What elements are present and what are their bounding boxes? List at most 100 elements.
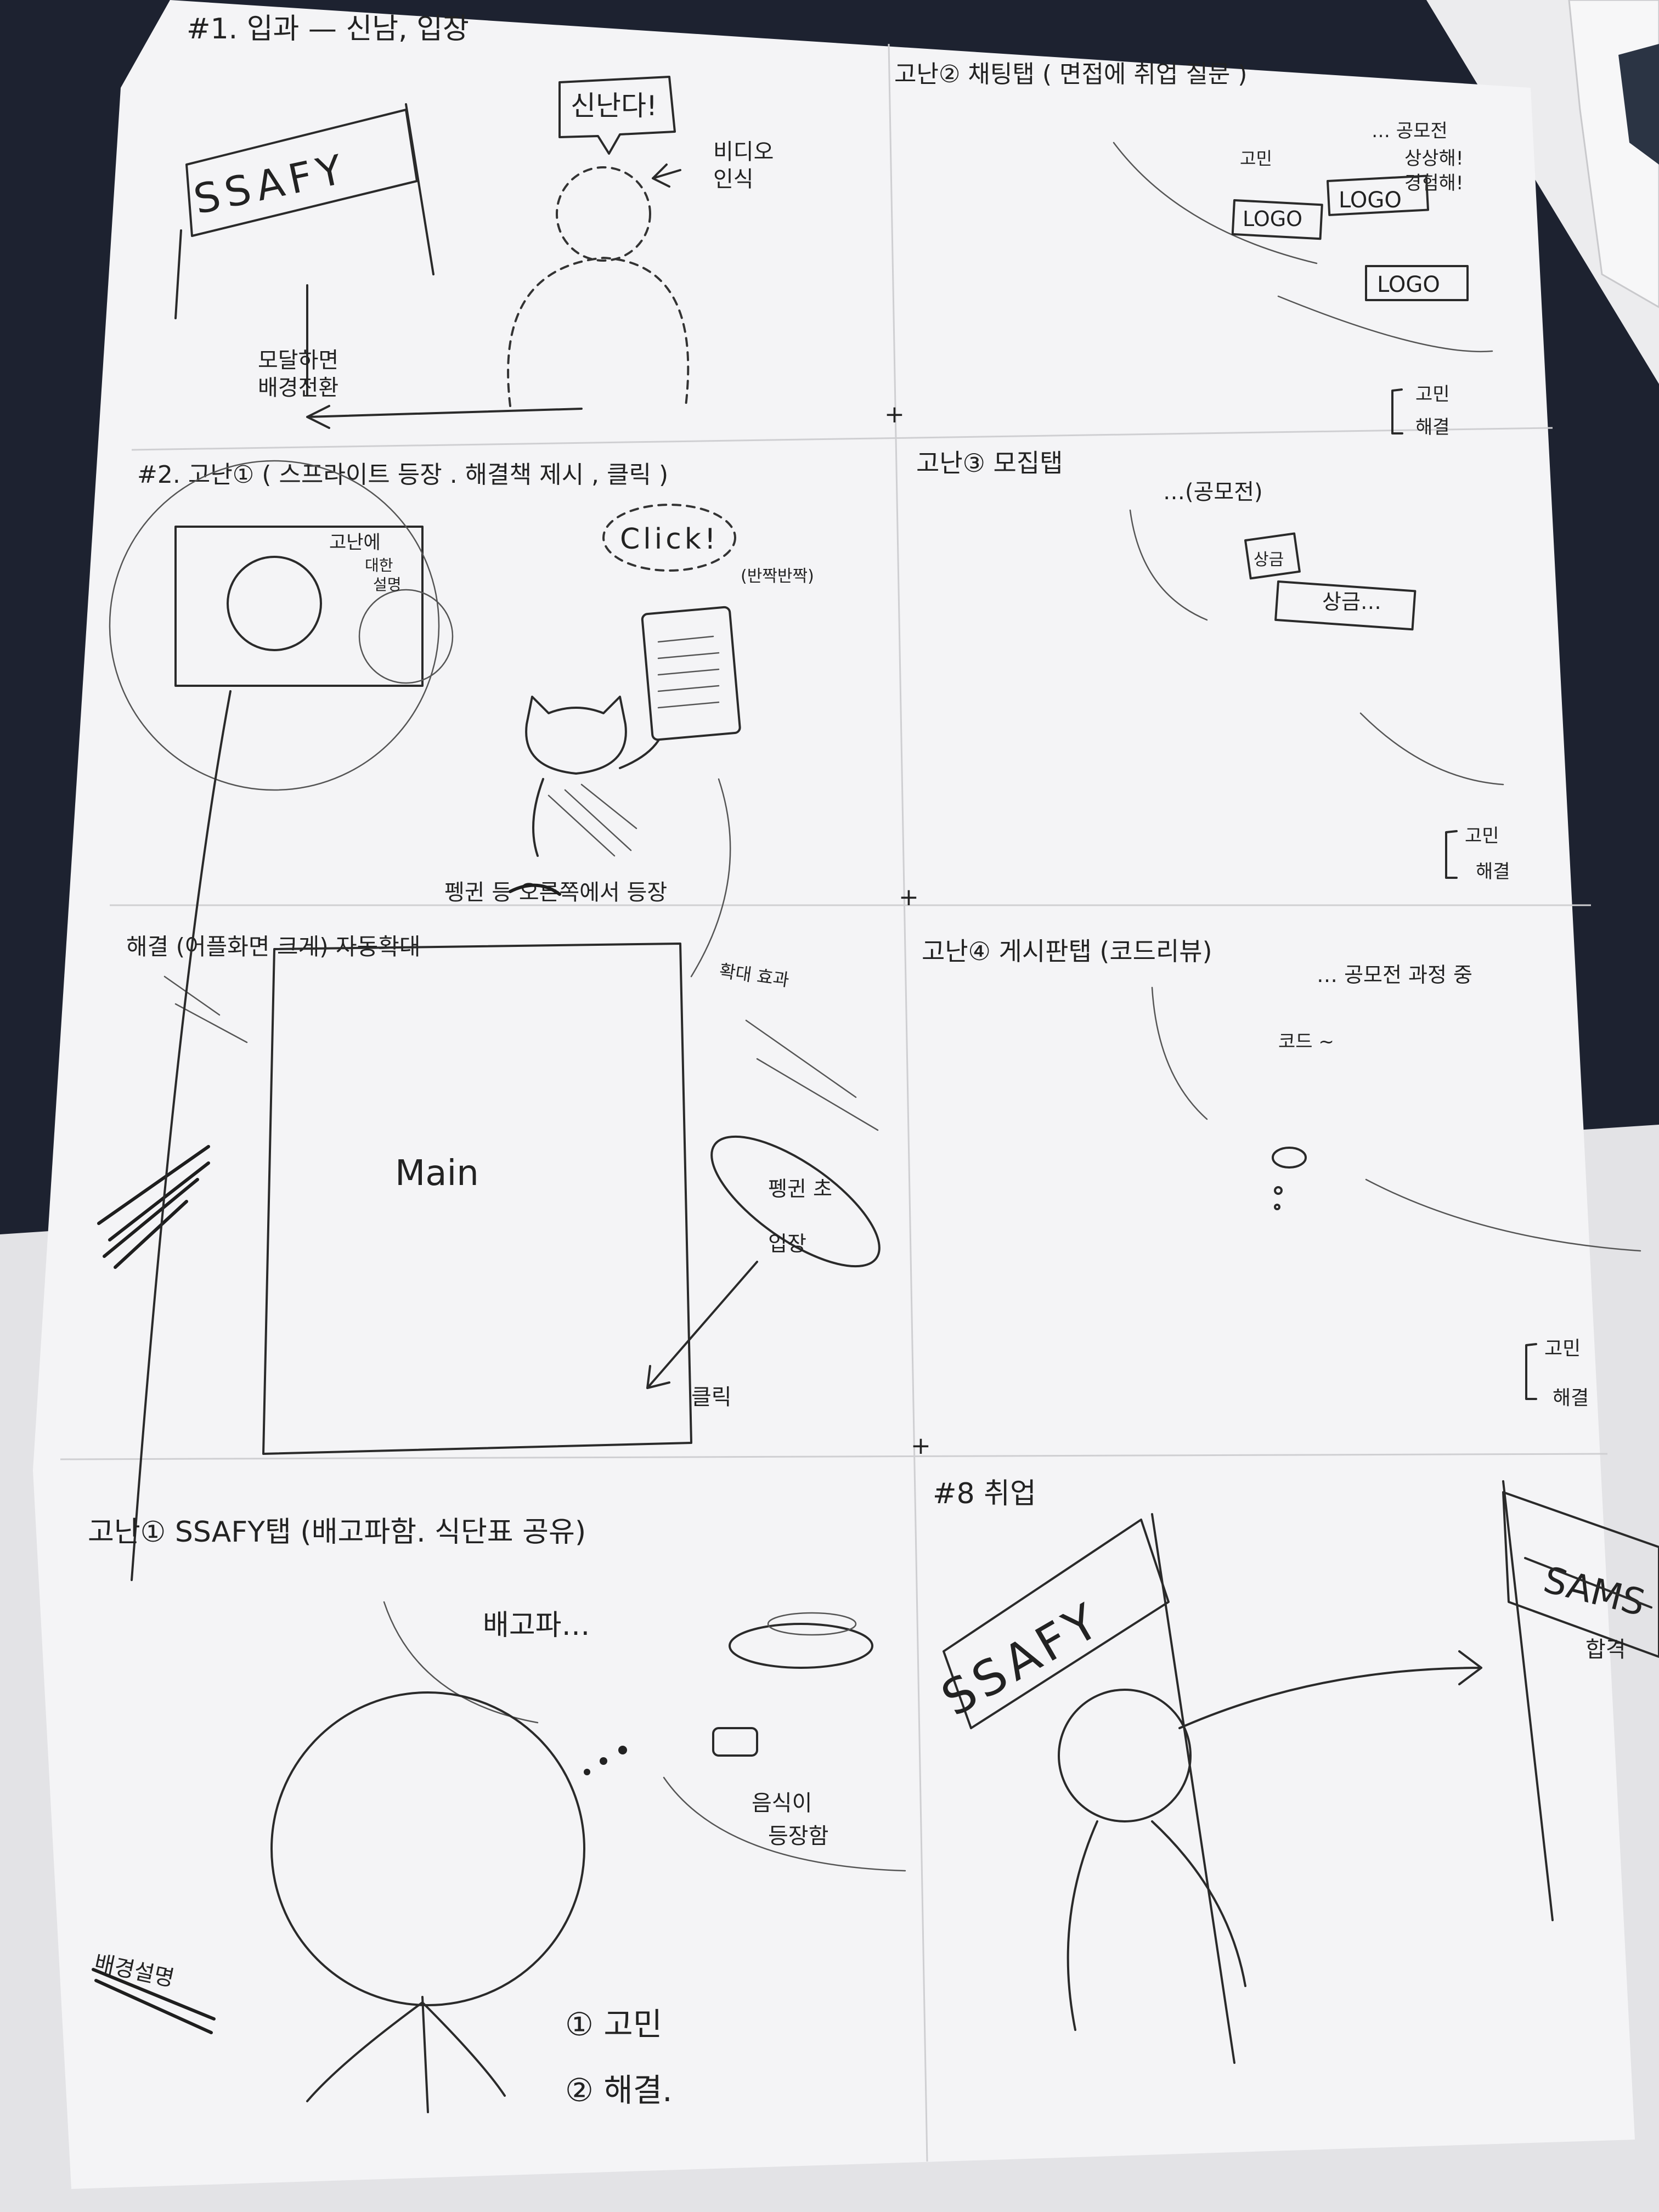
fold-cross-3: + [911,1432,931,1460]
p2-title: 고난② 채팅탭 ( 면접에 취업 질문 ) [894,60,1247,88]
p1-pole-left [174,229,182,319]
p3-circle-side [358,589,454,684]
p8-character-head [1058,1689,1192,1822]
p3-arrow-curve [690,778,731,978]
p1-pole-right [405,103,435,275]
p8-flag [1502,1491,1659,1658]
p4-tag-1-text: 상금 [1254,550,1284,569]
fold-h1 [131,427,1553,451]
fold-h3 [60,1453,1608,1460]
fold-vertical [888,43,928,2162]
p2-logo-2 [1231,199,1323,240]
p6-thought-dot-3 [1274,1204,1280,1210]
p7-food-note-2: 등장함 [768,1824,828,1849]
p3-phone-screen [657,635,720,709]
p2-note-1: … 공모전 [1372,120,1448,142]
p5-scribble [97,1145,210,1269]
p3-cat-head [525,696,627,775]
p5-click-note: 클릭 [691,1385,732,1410]
p1-arrow-bg [306,284,583,429]
p2-sub-label: 고민 [1240,148,1272,169]
p3-circle-note-2: 대한 [365,556,393,574]
p7-plate [729,1623,873,1669]
fold-cross-2: + [899,883,919,911]
p7-strikethrough [92,1968,216,2034]
paper-sheet [33,0,1635,2189]
p2-logo-1 [1327,174,1429,216]
p6-thought-dot-2 [1274,1186,1283,1195]
p7-dot-3 [618,1746,627,1754]
p1-body-outline [507,256,690,407]
p3-app-frame [174,526,424,687]
p8-title: #8 취업 [933,1477,1036,1510]
panel-1-entry: #1. 입과 — 신남, 입장 SSAFY 신난다! 비디오 인식 모달하면 배… [174,13,774,429]
p3-blink-note: (반짝반짝) [741,567,814,586]
p6-arc-1 [1151,986,1208,1120]
p8-flag-pole [1502,1480,1554,1921]
p7-character-head [270,1691,585,2006]
p1-arrow-video [652,163,681,188]
p6-bracket-1: 고민 [1544,1338,1581,1360]
p8-flag-sub: 합격 [1585,1637,1626,1662]
p5-screen-text: Main [395,1153,479,1194]
fold-cross-1: + [884,400,905,428]
p6-title: 고난④ 게시판탭 (코드리뷰) [922,936,1212,966]
p3-phone [641,606,741,741]
p8-flag-strike [1524,1557,1652,1609]
p1-note-video-2: 인식 [713,167,754,192]
p7-thought: 배고파… [483,1609,590,1642]
p7-list-1: ① 고민 [565,2006,662,2043]
p8-banner [943,1519,1170,1729]
p7-character-body [306,1996,506,2113]
p2-note-2: 상상해! [1404,148,1463,170]
p5-click-arrow [646,1261,758,1389]
p5-zoom-lines [163,975,879,1131]
p2-arc-1 [1113,142,1318,264]
p1-head-outline [556,166,651,262]
p4-arc-1 [1129,509,1208,621]
p4-tag-2 [1274,580,1417,631]
p4-bracket-1: 고민 [1465,825,1499,847]
p2-logo-3 [1365,265,1469,301]
p6-note-code: 코드 ~ [1278,1031,1334,1053]
p8-pole [1151,1513,1235,2064]
back-paper-print [1618,44,1659,165]
p4-tag-1 [1244,532,1301,580]
p2-arc-2 [1277,295,1493,353]
p4-arc-2 [1359,712,1504,786]
panel-5-resolve: 해결 (어플화면 크게) 자동확대 Main 확대 효과 펭귄 초 입장 클릭 [97,690,881,1581]
p1-note-bg-2: 배경전환 [258,375,338,400]
panel-3-sprite: #2. 고난① ( 스프라이트 등장 . 해결책 제시 , 클릭 ) 고난에 대… [109,460,814,978]
p7-arc [383,1601,539,1724]
p7-dot-2 [600,1757,607,1765]
p7-food-note-1: 음식이 [752,1791,812,1816]
panel-2-chat: 고난② 채팅탭 ( 면접에 취업 질문 ) … 공모전 상상해! 경험해! 고민… [894,60,1493,438]
p2-bracket-1: 고민 [1415,383,1450,405]
p2-bracket-2: 해결 [1415,416,1450,438]
p3-click-text: Click! [620,523,719,556]
p6-bracket-2: 해결 [1553,1387,1589,1409]
p1-bubble-text: 신난다! [571,90,657,122]
p5-oval-note-1: 펭귄 초 [768,1177,832,1201]
p3-cat-motion [548,783,637,857]
p3-scribble [509,883,561,896]
p7-list-2: ② 해결. [565,2072,673,2109]
p5-oval [710,1135,881,1268]
p4-tag-2-text: 상금… [1322,590,1381,614]
p5-big-screen [262,943,692,1455]
p3-title: #2. 고난① ( 스프라이트 등장 . 해결책 제시 , 클릭 ) [137,461,668,489]
p7-title: 고난① SSAFY탭 (배고파함. 식단표 공유) [88,1516,586,1549]
p7-arc-2 [663,1776,906,1872]
p2-logo-3-text: LOGO [1377,272,1440,297]
p3-circle-outer [109,460,440,791]
p2-logo-2-text: LOGO [1243,207,1302,231]
p8-character-body [1066,1820,1246,2031]
p6-arc-2 [1365,1178,1641,1252]
p4-bracket-2: 해결 [1476,861,1510,883]
p3-circle-main [227,556,322,651]
panel-6-board: 고난④ 게시판탭 (코드리뷰) … 공모전 과정 중 코드 ~ 고민 해결 [922,936,1641,1409]
p3-click-bubble [602,504,736,572]
p1-bubble [558,76,676,155]
